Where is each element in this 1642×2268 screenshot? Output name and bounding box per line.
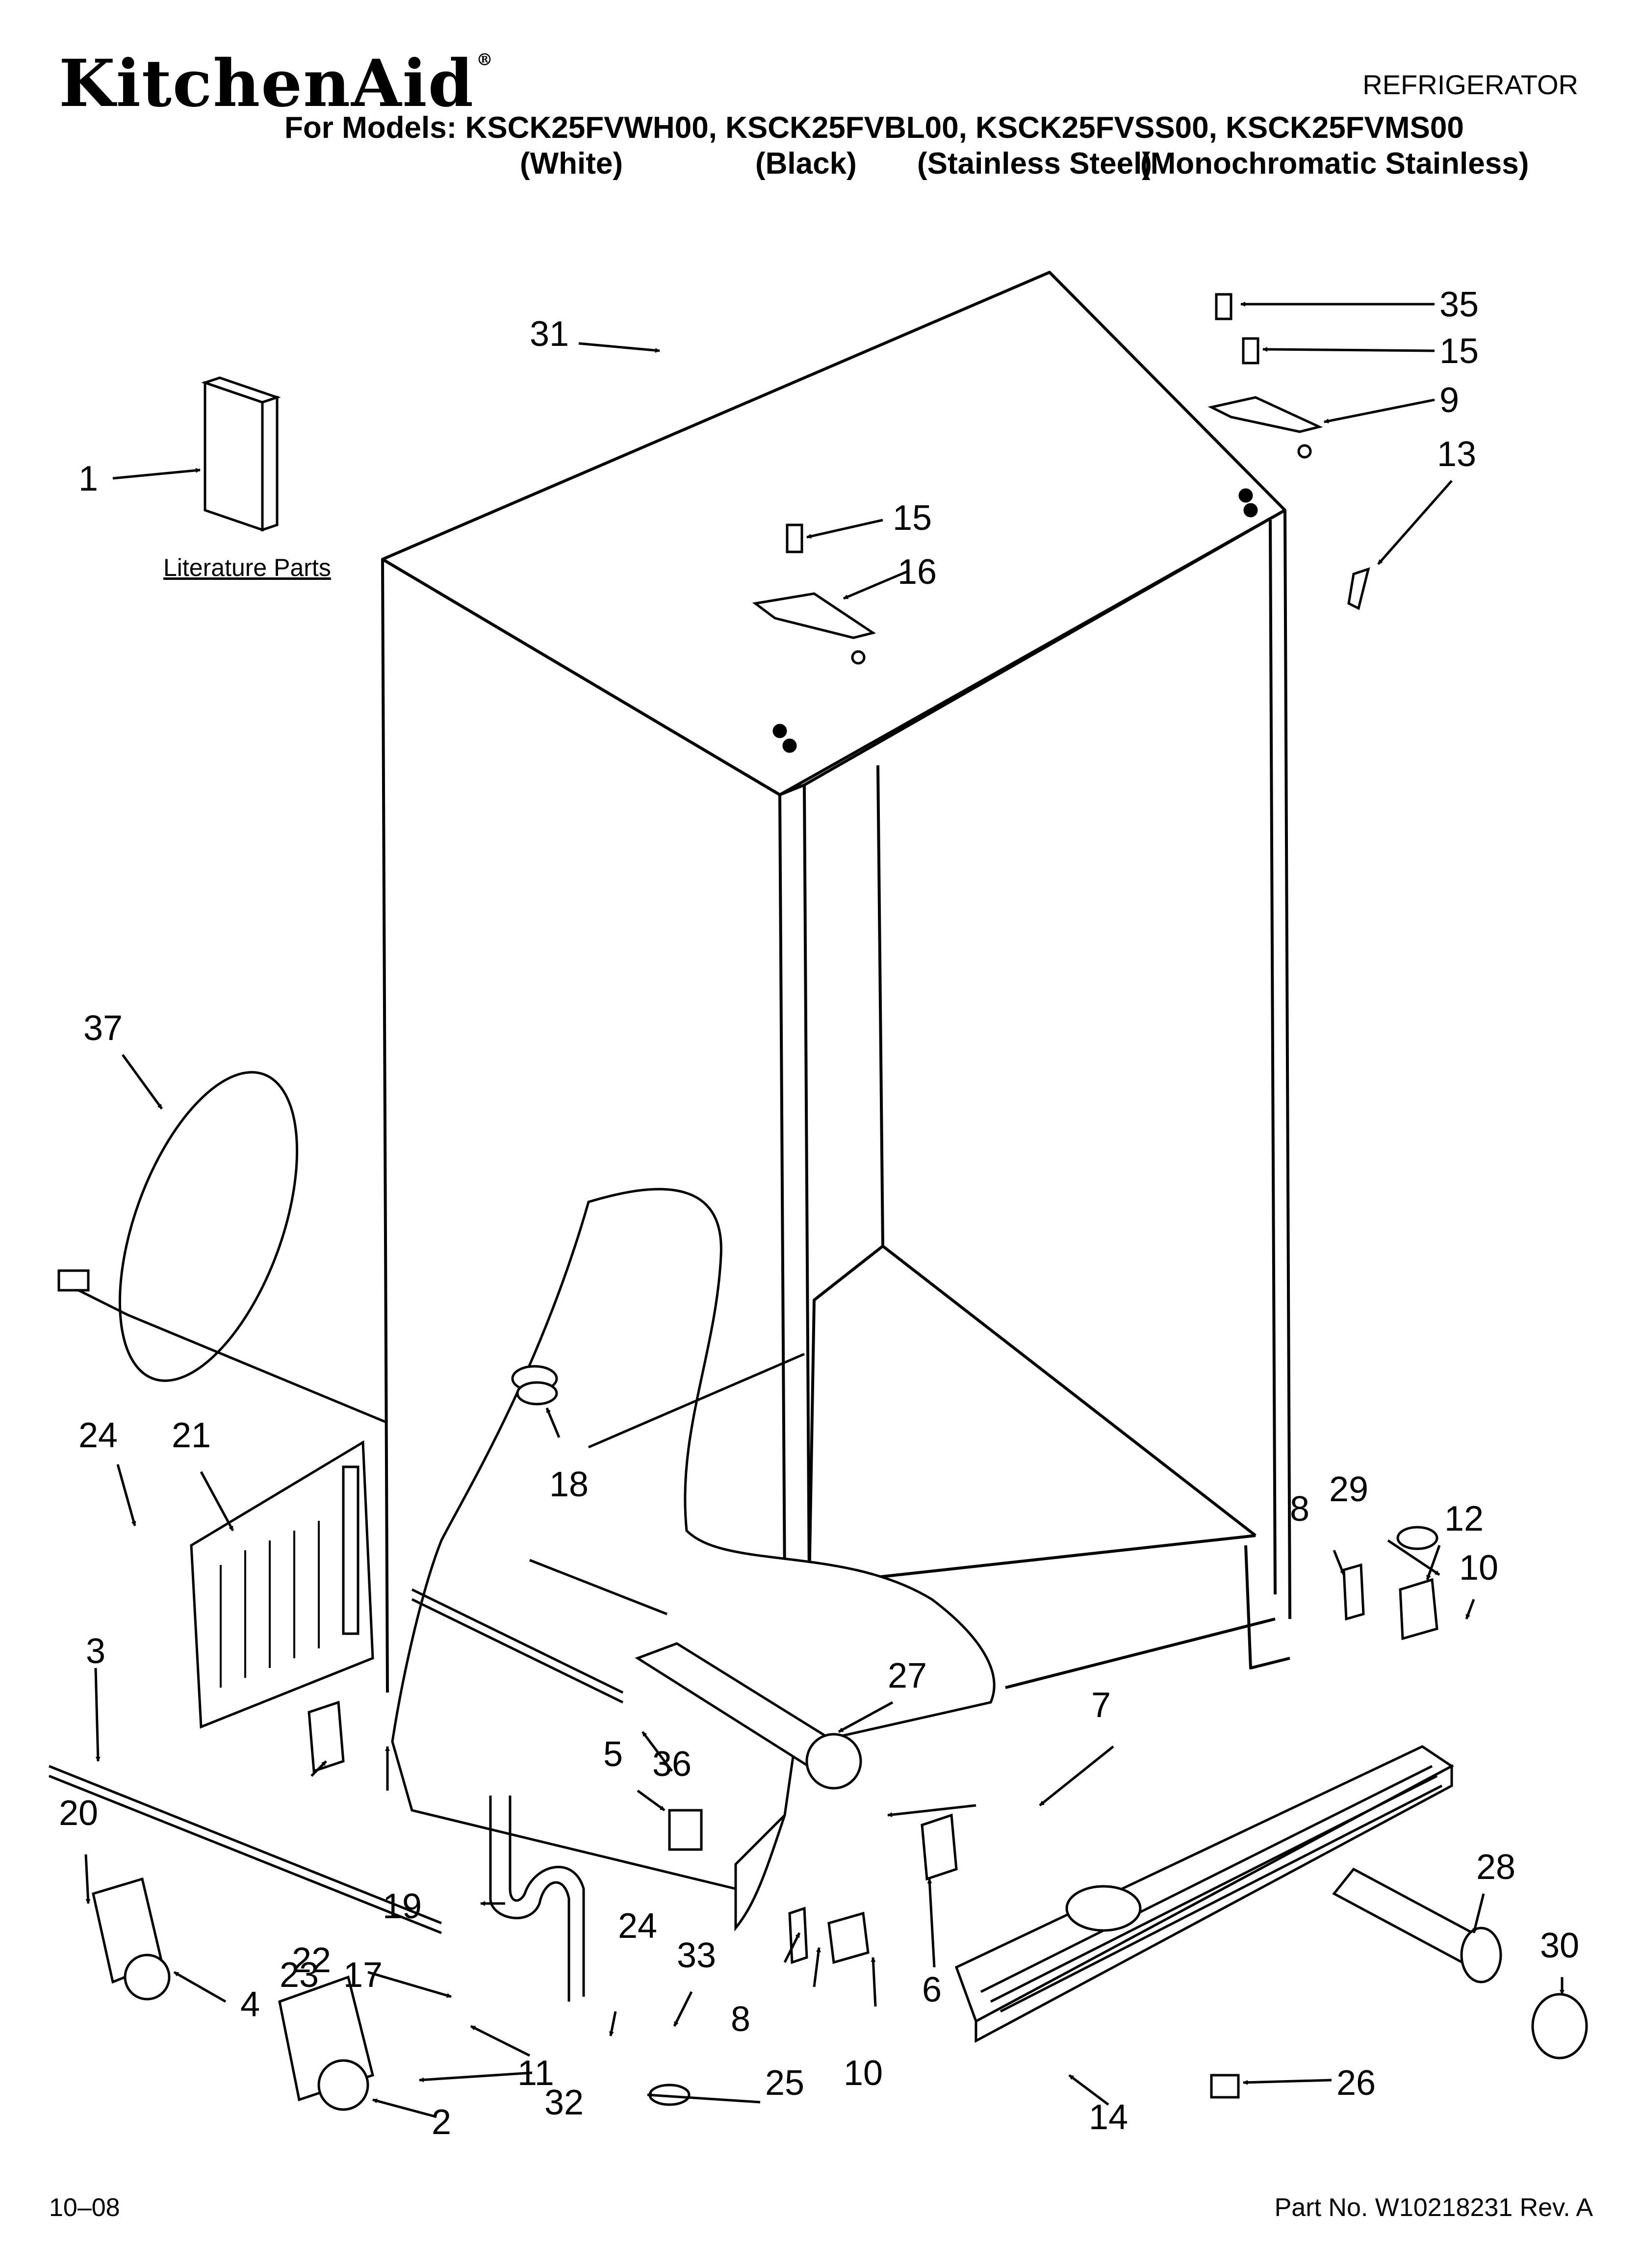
callout-28: 28: [1476, 1848, 1515, 1887]
callout-33: 33: [677, 1936, 716, 1975]
water-filter: [1332, 1867, 1502, 1983]
callout-32: 32: [544, 2083, 584, 2122]
water-tube-36: [411, 1588, 624, 1704]
callout-16: 16: [898, 552, 937, 592]
callout-31: 31: [530, 314, 569, 354]
callout-14: 14: [1089, 2098, 1128, 2137]
top-hinge-center: [752, 523, 876, 753]
callout-24-left: 24: [78, 1416, 118, 1455]
document-type: REFRIGERATOR: [1362, 69, 1578, 100]
registered-mark: ®: [476, 50, 494, 70]
models-line: For Models: KSCK25FVWH00, KSCK25FVBL00, …: [284, 111, 1464, 145]
filter-cap: [1531, 1993, 1588, 2059]
callout-7: 7: [1091, 1686, 1111, 1725]
variant-white: (White): [520, 147, 623, 181]
callout-23: 23: [280, 1955, 319, 1995]
leveling-rod: [49, 1765, 442, 1934]
callout-36: 36: [652, 1745, 692, 1784]
variant-black: (Black): [755, 147, 857, 181]
callout-18: 18: [549, 1465, 589, 1504]
callout-9: 9: [1439, 381, 1459, 420]
footer-part-number: Part No. W10218231 Rev. A: [1274, 2193, 1593, 2222]
callout-24-center: 24: [618, 1906, 657, 1946]
base-grille: [954, 1745, 1454, 2043]
callout-2: 2: [432, 2103, 451, 2142]
callout-8-bottom: 8: [731, 2000, 750, 2039]
cabinet-cutaway: [391, 1188, 996, 1932]
callout-8-right: 8: [1290, 1489, 1309, 1529]
drain-tube: [489, 1796, 585, 2002]
callout-11: 11: [517, 2054, 554, 2093]
brand-logo: KitchenAid®: [59, 52, 494, 116]
callout-26: 26: [1336, 2063, 1376, 2103]
callout-12: 12: [1444, 1499, 1484, 1538]
filter-housing: [635, 1642, 862, 1790]
callout-21: 21: [172, 1416, 211, 1455]
callout-19: 19: [383, 1887, 422, 1926]
callout-22: 22: [292, 1941, 331, 1980]
top-hinge-right: [1207, 293, 1323, 518]
callout-15-center: 15: [893, 498, 932, 538]
water-supply-tube: [57, 1071, 388, 1424]
callout-3: 3: [86, 1632, 105, 1671]
callout-15-top: 15: [1439, 332, 1479, 371]
cabinet: [381, 271, 1291, 1693]
roller-assembly-4: [92, 1877, 171, 2001]
callout-10-bottom: 10: [844, 2054, 883, 2093]
variant-monochromatic: (Monochromatic Stainless): [1140, 147, 1529, 181]
callout-30: 30: [1540, 1926, 1579, 1965]
callout-17: 17: [343, 1955, 383, 1995]
callout-1: 1: [78, 459, 98, 498]
roller-assembly-2: [278, 1975, 374, 2111]
callout-4: 4: [240, 1985, 260, 2024]
callout-27: 27: [888, 1656, 927, 1695]
callout-20: 20: [59, 1794, 98, 1833]
brand-name: KitchenAid: [59, 46, 474, 122]
callout-37: 37: [83, 1009, 123, 1048]
callout-numbers: 1 2 3 4 5 6 7 8 8 9 10 10 11 12 13 14 15…: [59, 285, 1579, 2142]
literature-parts-label: Literature Parts: [163, 554, 331, 581]
callout-35: 35: [1439, 285, 1479, 324]
callout-25: 25: [765, 2063, 804, 2103]
hinge-cover-13: [1347, 567, 1370, 610]
callout-13: 13: [1437, 435, 1476, 474]
callout-10-right: 10: [1459, 1548, 1498, 1588]
callout-5: 5: [603, 1735, 623, 1774]
rear-access-cover: [190, 1440, 374, 1729]
callout-6: 6: [922, 1970, 942, 2009]
footer-date: 10–08: [49, 2193, 120, 2222]
literature-booklet: [201, 376, 281, 532]
variant-stainless: (Stainless Steel): [917, 147, 1152, 181]
callout-leaders: [84, 302, 1565, 2118]
callout-29: 29: [1329, 1470, 1368, 1509]
